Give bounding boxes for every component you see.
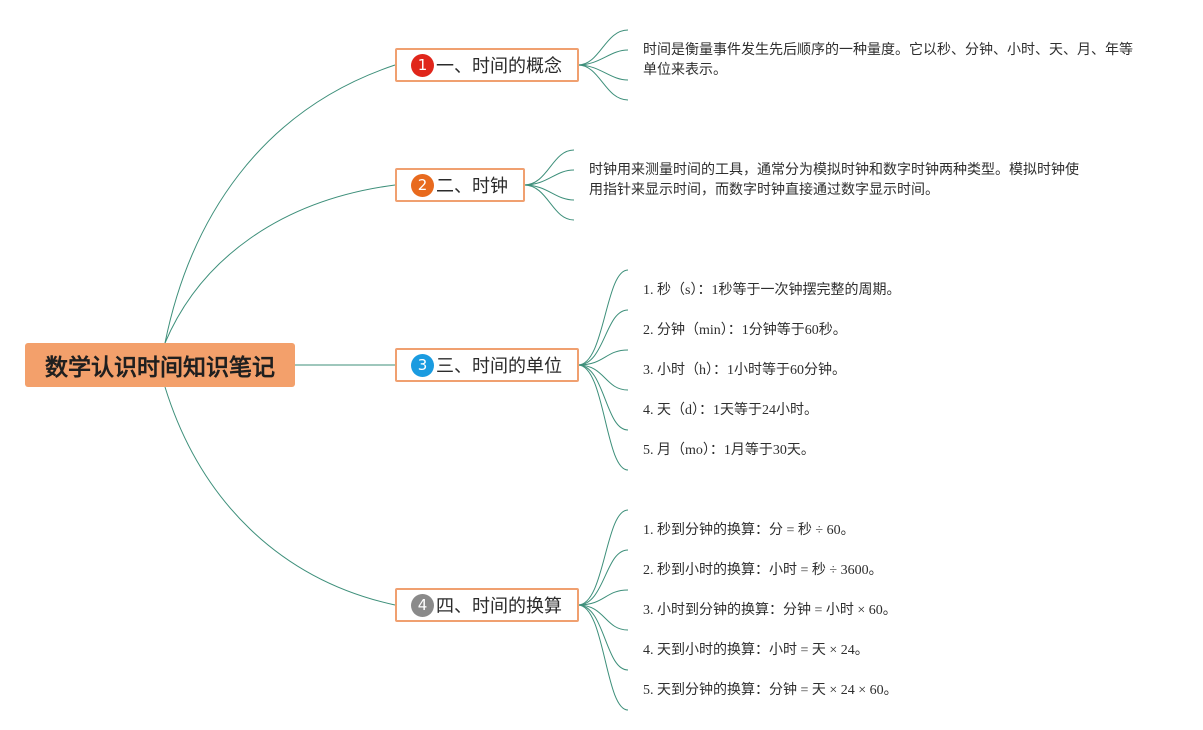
topic-node-2[interactable]: 2 二、时钟 — [395, 168, 525, 202]
root-title: 数学认识时间知识笔记 — [45, 355, 275, 381]
list-item: 5. 月（mo）：1月等于30天。 — [643, 443, 815, 458]
topic-node-1[interactable]: 1 一、时间的概念 — [395, 48, 579, 82]
list-item: 3. 小时到分钟的换算：分钟 = 小时 × 60。 — [643, 603, 897, 618]
topic-node-3[interactable]: 3 三、时间的单位 — [395, 348, 579, 382]
topic-node-4[interactable]: 4 四、时间的换算 — [395, 588, 579, 622]
list-item: 4. 天到小时的换算：小时 = 天 × 24。 — [643, 643, 869, 658]
list-item: 1. 秒（s）：1秒等于一次钟摆完整的周期。 — [643, 283, 901, 298]
link-root-topic-1 — [164, 64, 396, 344]
badge-2: 2 — [411, 173, 434, 197]
list-item: 2. 分钟（min）：1分钟等于60秒。 — [643, 323, 847, 338]
topic-title: 一、时间的概念 — [436, 56, 562, 77]
badge-1: 1 — [411, 53, 434, 77]
topic-title: 三、时间的单位 — [436, 356, 562, 377]
list-item: 1. 秒到分钟的换算：分 = 秒 ÷ 60。 — [643, 523, 855, 538]
list-item: 5. 天到分钟的换算：分钟 = 天 × 24 × 60。 — [643, 683, 898, 698]
topic-title: 二、时钟 — [436, 176, 508, 197]
root-node[interactable]: 数学认识时间知识笔记 — [25, 343, 295, 387]
list-item: 4. 天（d）：1天等于24小时。 — [643, 403, 818, 418]
list-item: 3. 小时（h）：1小时等于60分钟。 — [643, 363, 846, 378]
badge-4: 4 — [411, 593, 434, 617]
badge-3: 3 — [411, 353, 434, 377]
topic-title: 四、时间的换算 — [436, 596, 562, 617]
link-root-topic-4 — [164, 386, 396, 606]
link-root-topic-2 — [164, 184, 396, 344]
list-item: 2. 秒到小时的换算：小时 = 秒 ÷ 3600。 — [643, 563, 883, 578]
note-text: 时钟用来测量时间的工具，通常分为模拟时钟和数字时钟两种类型。模拟时钟使用指针来显… — [589, 163, 1079, 198]
note-text: 时间是衡量事件发生先后顺序的一种量度。它以秒、分钟、小时、天、月、年等单位来表示… — [643, 43, 1133, 78]
